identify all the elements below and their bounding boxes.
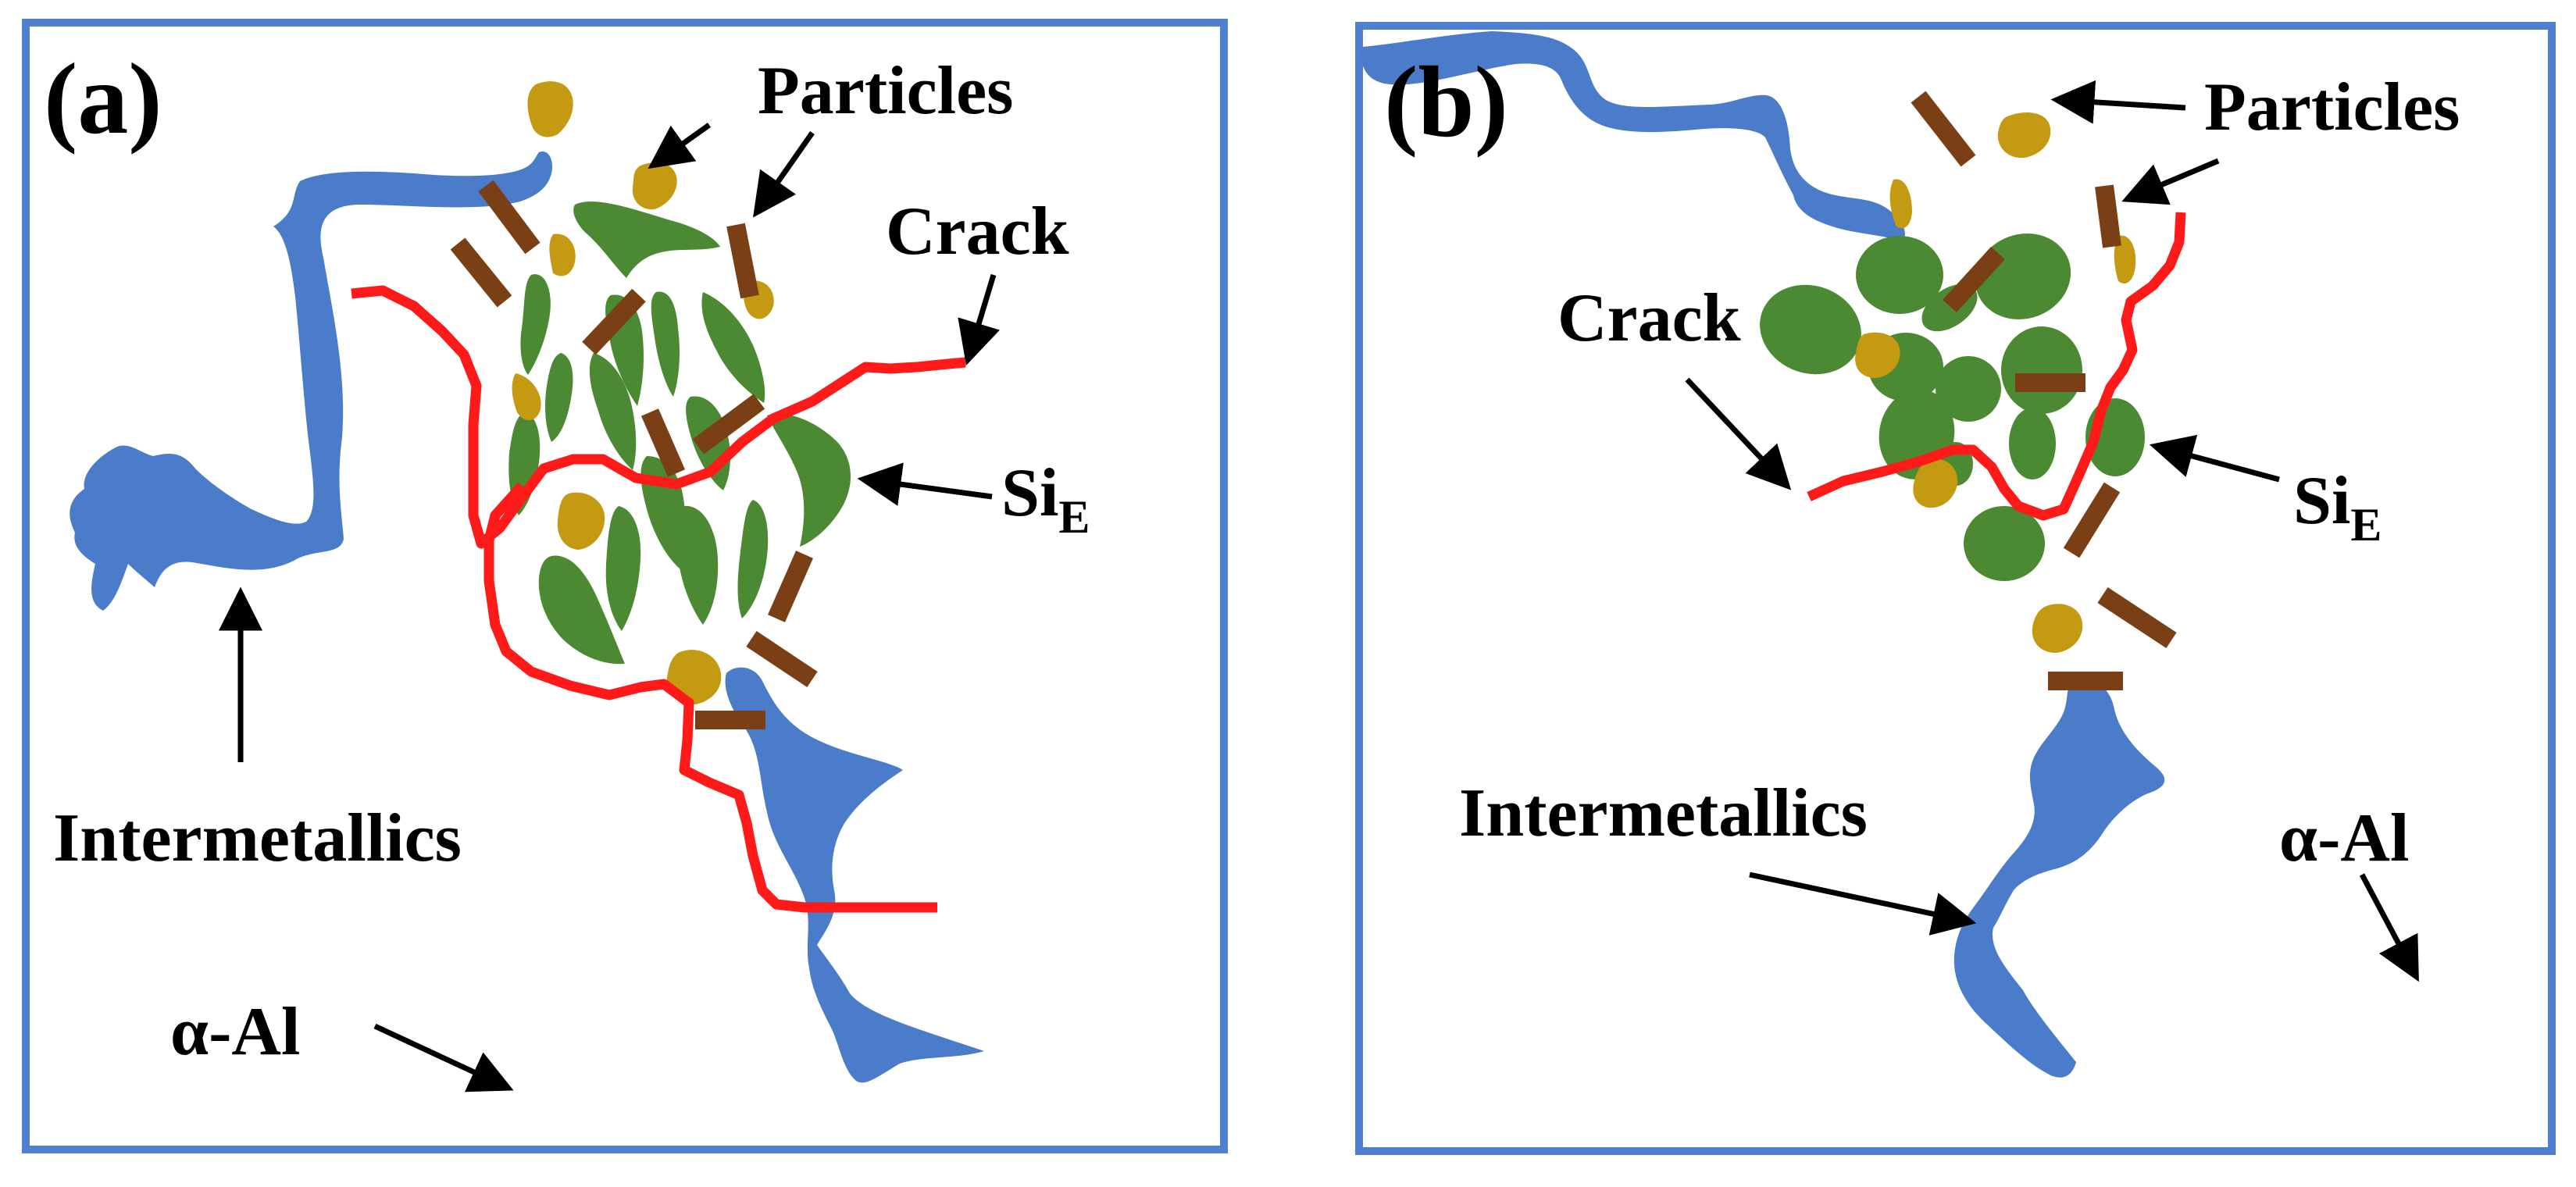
- particles-arrow-2: [2121, 158, 2220, 205]
- panel-b-tag: (b): [1384, 46, 1508, 159]
- si-eutectic-flake: [767, 413, 851, 547]
- panel-a: (a) Particles Crack SiE Intermetallics α…: [22, 19, 1228, 1153]
- si-label: SiE: [1001, 455, 1090, 543]
- alpha-al-arrow: [2359, 873, 2419, 982]
- intermetallic-phase: [70, 151, 553, 611]
- panel-b: (b) Particles Crack SiE Intermetallics α…: [1355, 22, 2556, 1155]
- particle: [1913, 458, 1958, 508]
- intermetallic-phase: [725, 667, 984, 1083]
- particle-group: [1855, 112, 2136, 653]
- rod-phase: [692, 394, 765, 454]
- crack-path: [351, 285, 966, 913]
- si-eutectic-flake: [520, 274, 551, 375]
- crack-arrow: [958, 273, 1000, 366]
- si-eutectic-grain: [1760, 284, 1861, 375]
- si-arrow: [2149, 434, 2280, 483]
- si-label: SiE: [2293, 463, 2382, 551]
- panel-b-frame: [1355, 22, 2556, 1155]
- alpha-al-arrow: [373, 1023, 514, 1093]
- rod-phase: [450, 237, 512, 308]
- rod-phase-group: [1911, 91, 2177, 690]
- particle: [549, 233, 576, 276]
- rod-phase: [746, 631, 818, 687]
- si-eutectic-flake: [573, 201, 720, 278]
- si-arrow: [857, 462, 993, 506]
- intermetallic-phase: [1953, 677, 2165, 1078]
- crack-arrow: [1685, 377, 1792, 490]
- particle: [557, 492, 605, 550]
- si-eutectic-flake: [651, 291, 680, 397]
- particle: [512, 373, 541, 421]
- crack-label: Crack: [1557, 280, 1741, 356]
- particle: [632, 162, 677, 210]
- rod-phase: [768, 551, 813, 622]
- intermetallics-label: Intermetallics: [1459, 775, 1868, 851]
- crack-path: [1807, 212, 2186, 521]
- particle: [2032, 604, 2083, 653]
- rod-phase-group: [450, 180, 818, 729]
- rod-phase: [2095, 184, 2121, 248]
- alpha-al-label: α-Al: [2279, 800, 2409, 876]
- eutectic-si-cluster: [508, 201, 851, 665]
- si-label-main: Si: [2293, 463, 2350, 539]
- particle: [1997, 112, 2051, 159]
- si-label-subscript: E: [1058, 491, 1090, 543]
- panel-a-tag: (a): [44, 43, 162, 155]
- intermetallics-arrow: [1749, 872, 1977, 936]
- particles-label: Particles: [758, 53, 1013, 129]
- si-eutectic-flake: [701, 292, 765, 403]
- rod-phase: [2063, 482, 2121, 558]
- intermetallics-label: Intermetallics: [53, 800, 462, 876]
- rod-phase: [640, 408, 686, 477]
- rod-phase: [726, 223, 759, 299]
- annotation-arrows: [219, 123, 1000, 1093]
- si-eutectic-flake: [605, 506, 641, 631]
- si-eutectic-grain: [2009, 408, 2056, 479]
- si-label-subscript: E: [2350, 499, 2382, 551]
- rod-phase: [1911, 91, 1976, 167]
- particles-arrow-2: [752, 130, 815, 218]
- particles-arrow-1: [648, 123, 712, 169]
- rod-phase: [1943, 246, 2005, 313]
- alpha-al-label: α-Al: [170, 994, 300, 1070]
- particles-arrow-1: [2050, 80, 2186, 124]
- si-eutectic-flake: [589, 353, 637, 470]
- particle: [527, 81, 573, 137]
- crack-label: Crack: [886, 194, 1069, 269]
- si-eutectic-flake: [676, 505, 719, 625]
- intermetallic-phase: [1361, 31, 1905, 241]
- particle: [1889, 179, 1912, 229]
- si-eutectic-flake: [545, 353, 573, 442]
- rod-phase: [582, 288, 646, 355]
- rod-phase: [2097, 586, 2177, 649]
- rod-phase: [478, 180, 541, 255]
- si-eutectic-grain: [1936, 356, 2001, 422]
- si-eutectic-grain: [1964, 506, 2045, 581]
- si-eutectic-grain: [1856, 236, 1943, 314]
- si-eutectic-grain: [2001, 326, 2082, 414]
- particles-label: Particles: [2204, 70, 2460, 145]
- si-label-main: Si: [1001, 455, 1058, 531]
- si-eutectic-flake: [737, 500, 769, 618]
- si-eutectic-flake: [538, 555, 625, 665]
- annotation-arrows: [1685, 80, 2419, 982]
- particle: [1855, 332, 1900, 378]
- particle: [2114, 235, 2136, 284]
